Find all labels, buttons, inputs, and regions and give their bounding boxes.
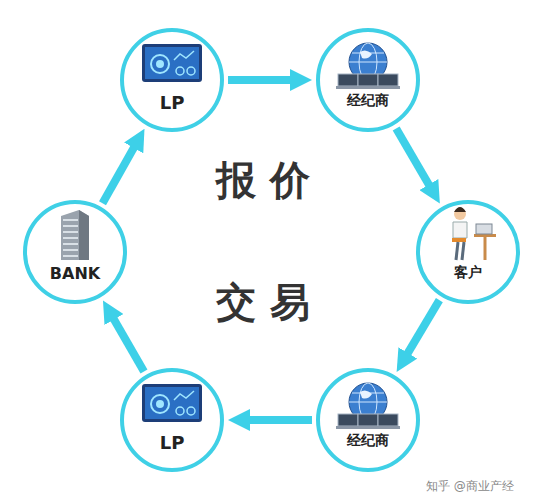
icon-part	[358, 74, 378, 86]
icon-part	[156, 60, 164, 68]
icon-part	[360, 390, 372, 398]
circle-node: 经纪商	[316, 368, 420, 472]
icon-part	[453, 222, 467, 238]
icon-part	[63, 231, 78, 233]
icon-part	[176, 407, 184, 415]
icon-part	[145, 387, 199, 419]
node-label: 经纪商	[320, 92, 416, 110]
icon-part	[176, 67, 184, 75]
icon-part	[63, 219, 78, 221]
icon-part	[63, 237, 78, 239]
watermark: 知乎 @商业产经	[426, 478, 514, 495]
icon-part	[79, 210, 89, 260]
node-label: 客户	[420, 264, 516, 282]
flow-arrow	[406, 300, 440, 356]
circle-node: BANK	[23, 200, 127, 304]
icon-part	[174, 391, 194, 400]
globe-icon	[319, 31, 417, 129]
icon-part	[376, 426, 400, 429]
icon-part	[454, 207, 466, 212]
flow-arrow	[228, 76, 294, 84]
circle-node: 经纪商	[316, 28, 420, 132]
flow-arrow	[112, 316, 144, 371]
icon-part	[484, 237, 487, 260]
icon-part	[151, 395, 169, 413]
icon-part	[145, 47, 199, 79]
node-label: LP	[124, 432, 220, 453]
icon-part	[156, 400, 164, 408]
flow-arrow	[396, 128, 431, 188]
icon-part	[187, 67, 195, 75]
icon-part	[456, 242, 458, 260]
icon-part	[151, 55, 169, 73]
icon-part	[63, 255, 78, 257]
icon-part	[63, 225, 78, 227]
icon-part	[142, 384, 202, 422]
icon-part	[61, 210, 89, 260]
bank-icon	[26, 203, 124, 301]
icon-part	[63, 243, 78, 245]
icon-part	[376, 86, 400, 89]
circle-ground	[123, 31, 221, 129]
lp-icon	[123, 371, 221, 469]
circle-ground	[26, 203, 124, 301]
circle-ground	[319, 31, 417, 129]
icon-part	[378, 74, 398, 86]
circle-node: LP	[120, 368, 224, 472]
node-label: LP	[124, 92, 220, 113]
icon-part	[349, 402, 387, 403]
icon-part	[462, 242, 464, 260]
circle-ground	[319, 371, 417, 469]
center-label: 交易	[216, 275, 324, 330]
center-label: 报价	[216, 153, 324, 208]
lp-icon	[123, 31, 221, 129]
node-label: BANK	[27, 264, 123, 283]
icon-part	[63, 249, 78, 251]
icon-part	[338, 74, 358, 86]
flow-arrow	[246, 416, 312, 424]
circle-ground	[123, 371, 221, 469]
icon-part	[358, 414, 378, 426]
icon-part	[142, 44, 202, 82]
circle-node: 客户	[416, 200, 520, 304]
node-label: 经纪商	[320, 432, 416, 450]
icon-part	[187, 407, 195, 415]
circle-node: LP	[120, 28, 224, 132]
icon-part	[452, 238, 466, 242]
icon-part	[378, 414, 398, 426]
icon-part	[349, 62, 387, 63]
icon-part	[174, 51, 194, 60]
globe-icon	[319, 371, 417, 469]
icon-part	[476, 224, 492, 234]
icon-part	[360, 50, 372, 58]
circle-ground	[419, 203, 517, 301]
icon-part	[338, 414, 358, 426]
icon-part	[454, 208, 466, 220]
flow-arrow	[103, 144, 136, 203]
person-icon	[419, 203, 517, 301]
